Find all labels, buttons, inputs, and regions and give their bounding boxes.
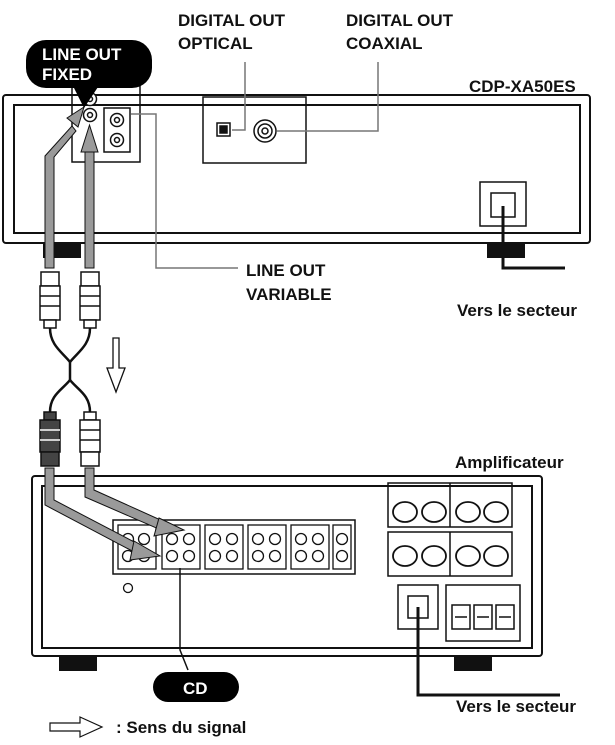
line-out-fixed-callout: LINE OUT FIXED	[26, 40, 152, 108]
speaker-terminals	[392, 501, 509, 567]
line-out-fixed-line2: FIXED	[42, 65, 92, 84]
amplifier-label: Amplificateur	[455, 453, 564, 472]
signal-direction-arrow	[106, 337, 126, 394]
signal-arrows-top	[44, 105, 99, 269]
mains-cable-top	[501, 206, 565, 270]
legend-arrow-icon	[49, 716, 104, 738]
legend-text: : Sens du signal	[116, 718, 246, 737]
rca-plug-bottom-left	[39, 411, 61, 467]
line-out-variable-label-line2: VARIABLE	[246, 285, 332, 304]
line-out-variable-jacks	[109, 112, 125, 148]
digital-out-coaxial-label-line1: DIGITAL OUT	[346, 11, 454, 30]
ac-outlets	[451, 604, 515, 630]
line-out-fixed-line1: LINE OUT	[42, 45, 122, 64]
line-out-variable-label-line1: LINE OUT	[246, 261, 326, 280]
mains-label-bottom: Vers le secteur	[456, 697, 576, 716]
optical-jack	[216, 122, 231, 137]
digital-out-optical-label-line1: DIGITAL OUT	[178, 11, 286, 30]
rca-plug-top-left	[39, 271, 61, 329]
cd-label: CD	[183, 679, 208, 698]
leader-lines-top	[131, 62, 379, 269]
mains-label-top: Vers le secteur	[457, 301, 577, 320]
model-label: CDP-XA50ES	[469, 77, 576, 96]
cd-callout: CD	[153, 672, 239, 702]
rca-plug-bottom-right	[79, 411, 101, 467]
amplifier-input-jacks	[117, 524, 352, 594]
rca-plug-top-right	[79, 271, 101, 329]
digital-out-coaxial-label-line2: COAXIAL	[346, 34, 423, 53]
rca-cable	[48, 327, 92, 413]
legend: : Sens du signal	[49, 716, 246, 738]
coaxial-jack	[253, 119, 277, 143]
cd-leader-line	[179, 568, 189, 671]
digital-out-optical-label-line2: OPTICAL	[178, 34, 253, 53]
mains-cable-bottom	[416, 607, 560, 697]
signal-arrows-bottom	[44, 467, 186, 561]
amplifier	[31, 475, 543, 671]
